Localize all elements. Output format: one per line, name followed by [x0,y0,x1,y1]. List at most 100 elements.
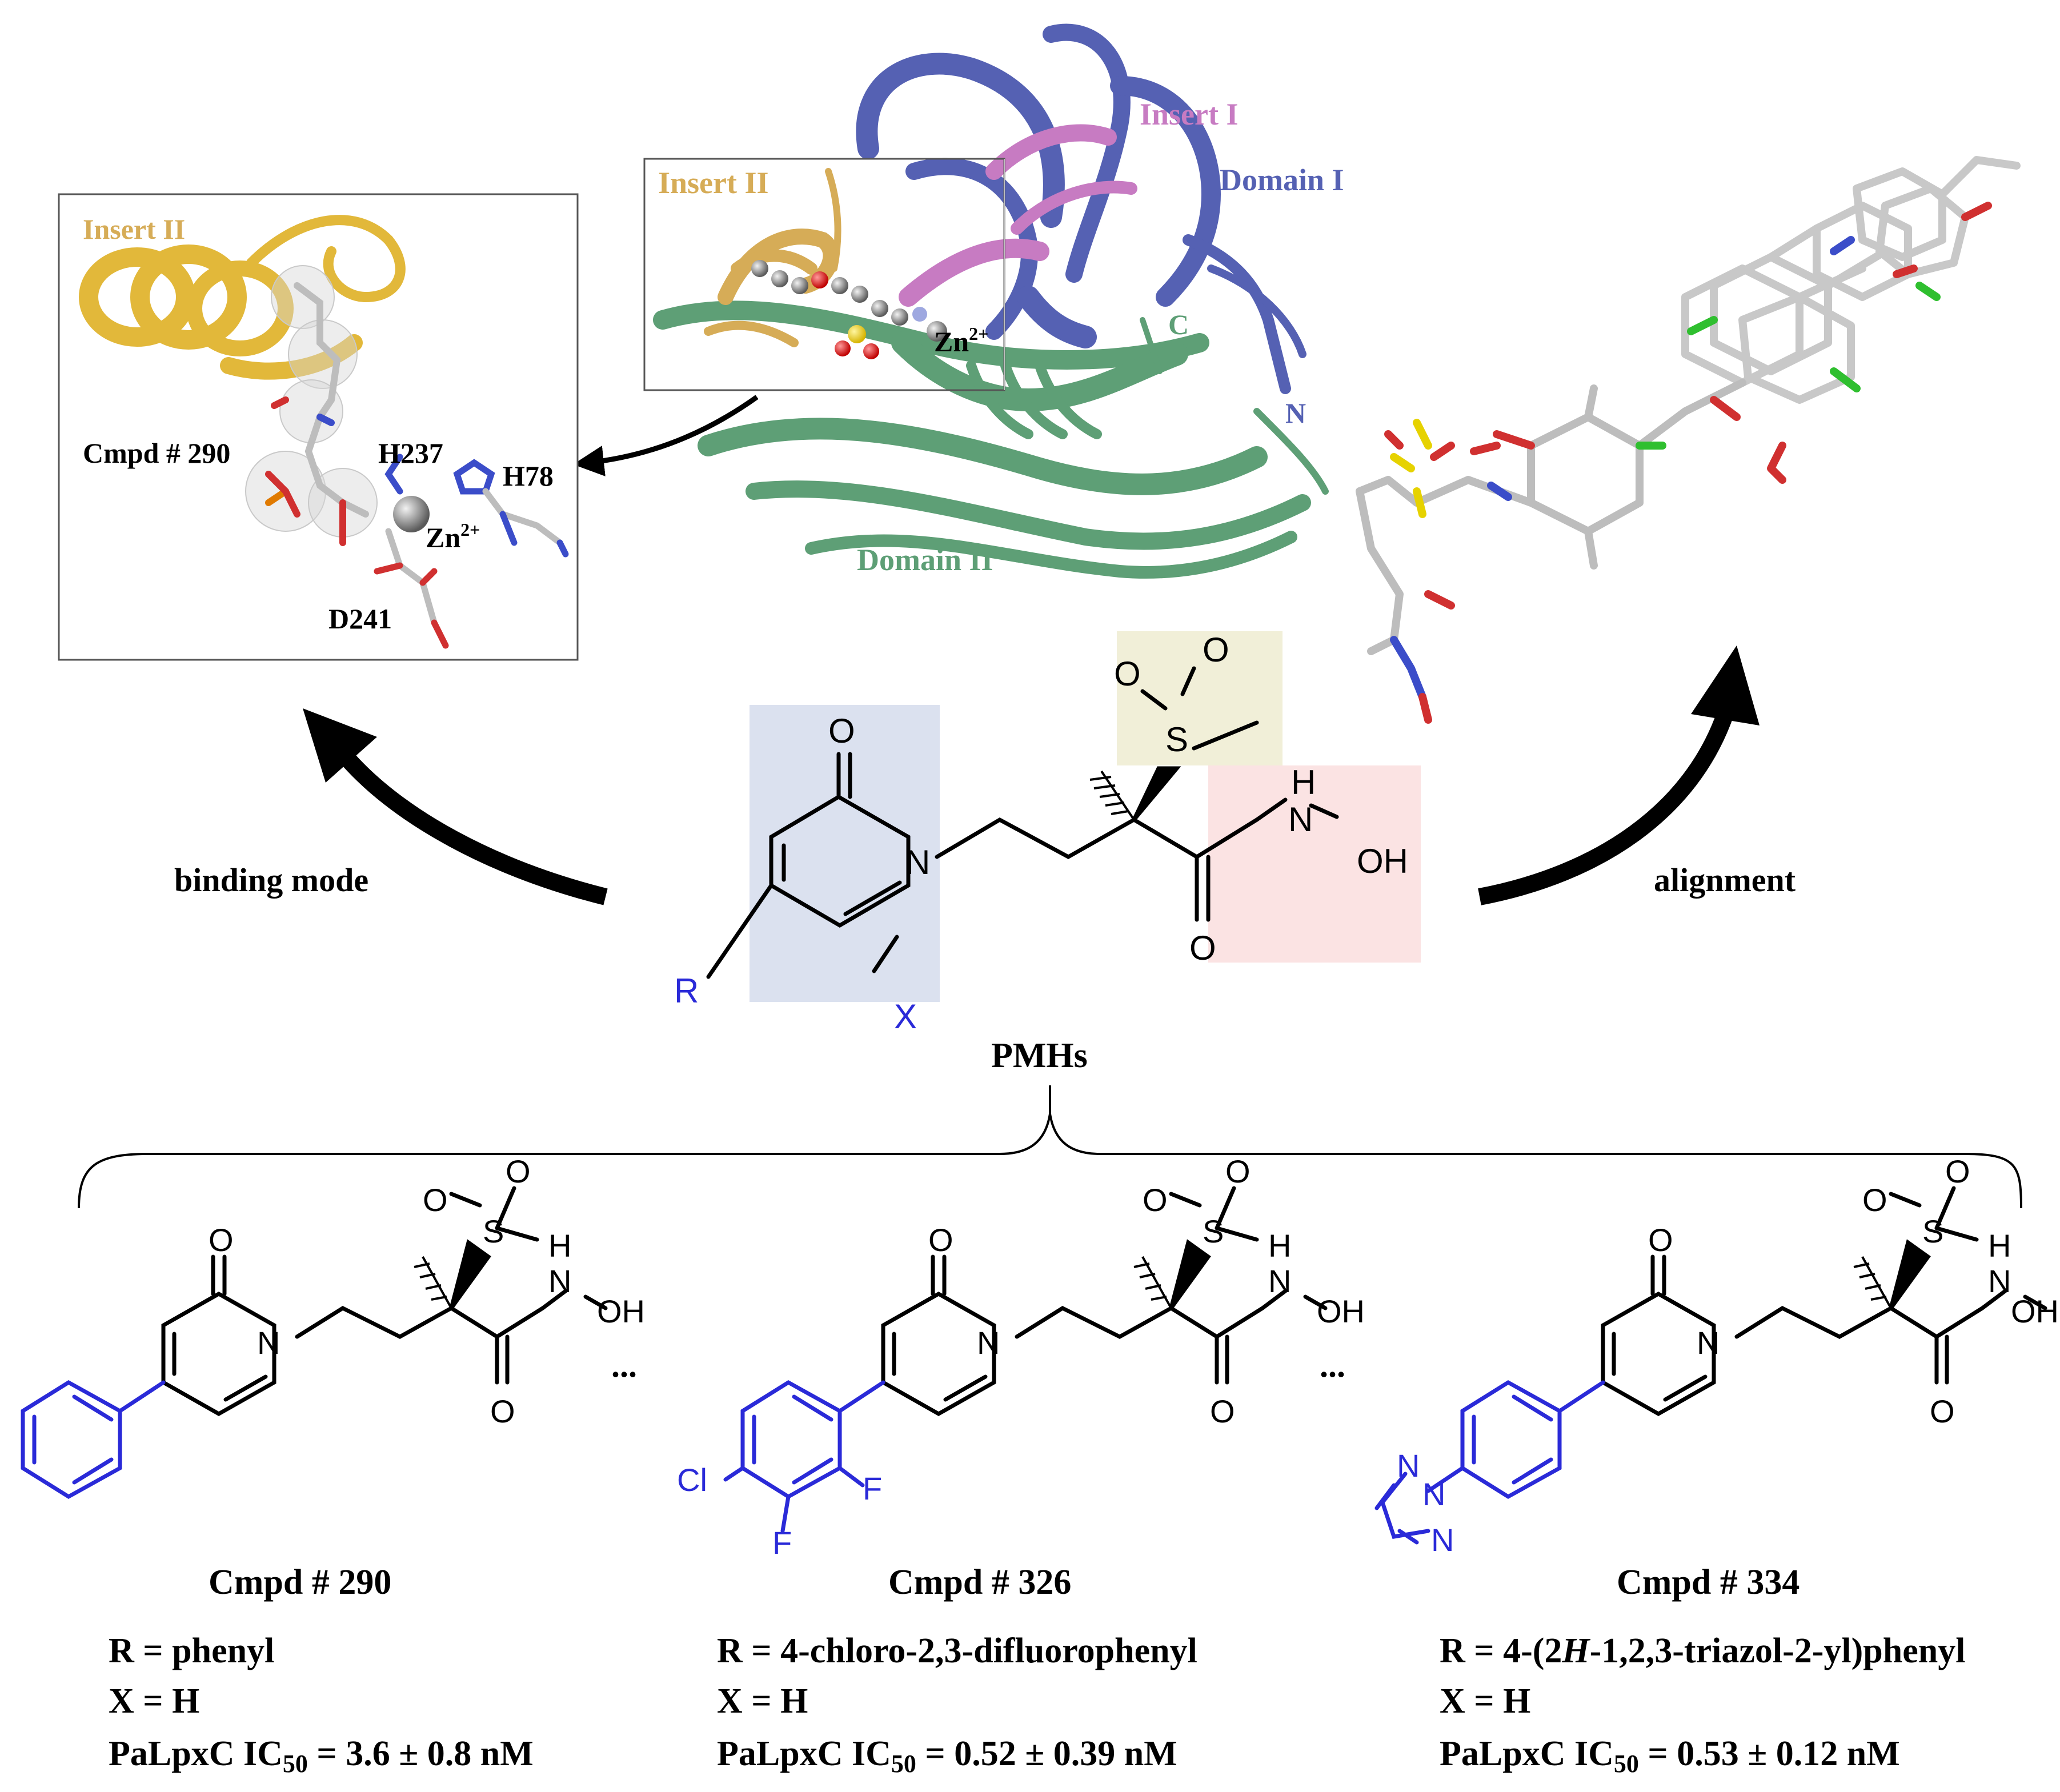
c334-atom-o: O [1648,1222,1673,1258]
c334-atom-n-triazole-3: N [1431,1522,1454,1558]
caption-cmpd-326: Cmpd # 326 R = 4-chloro-2,3-difluorophen… [717,1563,1197,1778]
c326-atom-h: H [1268,1228,1291,1264]
compound-bracket [78,1113,2022,1209]
c334-atom-n: N [1697,1325,1720,1361]
atom-o-carbonyl: O [828,712,855,750]
inset-ligand-sticks [265,282,369,546]
insert-i-ribbon [899,124,1137,307]
cmpd-290-r: R = phenyl [109,1631,274,1670]
inset-label-h237: H237 [378,437,443,469]
atom-r: R [674,972,699,1010]
inset-residues [374,454,569,649]
cmpd-290-ic50: PaLpxC IC50 = 3.6 ± 0.8 nM [109,1734,534,1778]
domain-ii-ribbon [653,300,1329,579]
inset-ligand-surface [245,265,378,538]
caption-cmpd-290: Cmpd # 290 R = phenyl X = H PaLpxC IC50 … [109,1563,534,1778]
c326-atom-f2: F [772,1525,792,1561]
label-domain-ii: Domain II [857,543,993,577]
cmpd-326-ic50: PaLpxC IC50 = 0.52 ± 0.39 nM [717,1734,1177,1778]
cmpd-326-x: X = H [717,1682,808,1721]
arrow-alignment [1478,646,1760,905]
cmpd-326-r: R = 4-chloro-2,3-difluorophenyl [717,1631,1197,1670]
atom-x: X [894,997,917,1036]
c290-atom-h: H [548,1228,571,1264]
inset-label-insert-ii: Insert II [83,213,185,245]
cmpd-290-name: Cmpd # 290 [209,1563,391,1602]
inset-helix [79,215,406,380]
box-sulfone [1117,631,1283,765]
label-alignment: alignment [1654,861,1796,899]
cmpd-290-x: X = H [109,1682,199,1721]
inset-label-d241: D241 [328,603,392,635]
cmpd-334-ic50: PaLpxC IC50 = 0.53 ± 0.12 nM [1440,1734,1900,1778]
atom-n-nh: N [1288,800,1313,839]
ligand-spheres [751,260,947,359]
c334-atom-h: H [1988,1228,2011,1264]
inset-label-h78: H78 [503,460,554,492]
label-insert-ii: Insert II [658,166,769,200]
label-c-terminus: C [1168,308,1189,340]
c290-atom-o-s1: O [423,1182,448,1218]
cmpd-334-r: R = 4-(2H-1,2,3-triazol-2-yl)phenyl [1440,1631,1965,1670]
ellipsis-1: ... [611,1346,637,1384]
c290-atom-o: O [209,1222,234,1258]
label-domain-i: Domain I [1220,163,1344,197]
binding-site-inset: Insert II Cmpd # 290 H237 H78 Zn2+ D241 [58,193,579,661]
inset-zn-ion [393,496,430,532]
c326-atom-s: S [1203,1213,1224,1249]
c290-atom-o-amide: O [490,1393,515,1429]
c334-atom-o-s2: O [1945,1153,1970,1189]
c290-atom-o-s2: O [506,1153,531,1189]
atom-oh: OH [1357,842,1408,880]
c326-atom-o-amide: O [1210,1393,1235,1429]
c334-atom-n-triazole-2: N [1422,1476,1445,1512]
label-insert-i: Insert I [1140,97,1239,131]
label-zn: Zn2+ [934,323,988,358]
c326-atom-o: O [928,1222,953,1258]
c334-atom-n-triazole-1: N [1397,1448,1420,1484]
c326-atom-o-s2: O [1225,1153,1251,1189]
c326-atom-o-s1: O [1143,1182,1168,1218]
c290-atom-n: N [257,1325,280,1361]
c334-atom-o-amide: O [1930,1393,1955,1429]
atom-o-sulfone-1: O [1114,655,1141,693]
atom-o-amide: O [1189,929,1216,967]
pmh-scaffold: O N S O O H N OH O R X [674,631,1421,1036]
ellipsis-2: ... [1320,1346,1345,1384]
c290-atom-nh: N [548,1263,571,1299]
c334-atom-oh: OH [2011,1293,2059,1329]
inset-label-zn: Zn2+ [426,519,480,554]
c334-atom-s: S [1922,1213,1943,1249]
c290-atom-oh: OH [597,1293,645,1329]
cmpd-334-x: X = H [1440,1682,1530,1721]
atom-n-ring: N [905,843,930,881]
label-pmhs: PMHs [991,1036,1088,1075]
compound-326-structure: O N S O O H N OH O F F Cl [677,1153,1365,1561]
label-binding-mode: binding mode [174,861,368,899]
cmpd-326-name: Cmpd # 326 [888,1563,1071,1602]
atom-o-sulfone-2: O [1203,631,1229,669]
c326-atom-oh: OH [1317,1293,1365,1329]
compound-334-structure: O N S O O H N OH O N N N [1374,1153,2059,1558]
c326-atom-nh: N [1268,1263,1291,1299]
caption-cmpd-334: Cmpd # 334 R = 4-(2H-1,2,3-triazol-2-yl)… [1440,1563,1965,1778]
c326-atom-cl: Cl [677,1462,707,1498]
c326-atom-f1: F [863,1470,882,1506]
inset-label-cmpd: Cmpd # 290 [83,437,230,469]
c290-atom-s: S [483,1213,504,1249]
protein-structure: Insert I Insert II Domain I Domain II C … [573,23,1344,579]
c334-atom-nh: N [1988,1263,2011,1299]
ligand-alignment [1356,156,2021,724]
compound-290-structure: O N S O O H N OH O [21,1153,645,1500]
label-n-terminus: N [1285,397,1306,429]
zoom-arrow [573,395,759,476]
atom-s: S [1165,720,1188,759]
c334-atom-o-s1: O [1862,1182,1887,1218]
insert-ii-ribbon [704,168,841,347]
domain-i-ribbon [856,23,1306,394]
atom-h-nh: H [1291,763,1316,801]
cmpd-334-name: Cmpd # 334 [1617,1563,1800,1602]
box-hydroxamate [1208,765,1421,963]
c326-atom-n: N [977,1325,1000,1361]
